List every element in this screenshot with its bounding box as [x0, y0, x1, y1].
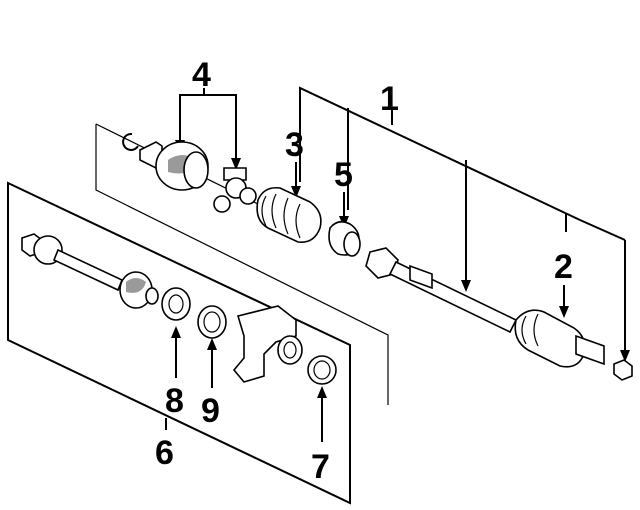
cv-joint-outer-icon [514, 309, 605, 368]
callout-5: 5 [334, 156, 353, 194]
nut-icon [613, 359, 633, 381]
circlip-icon [307, 355, 337, 385]
seal-icon [197, 305, 227, 339]
spring-clip-icon [122, 132, 139, 151]
tripod-joint-icon [213, 167, 257, 213]
callout-9: 9 [201, 392, 220, 430]
callout-7: 7 [311, 448, 330, 486]
callout-2: 2 [554, 248, 573, 286]
callout-8: 8 [165, 382, 184, 420]
bearing-icon [161, 287, 191, 321]
cv-joint-inner-housing-icon [139, 141, 209, 191]
intermediate-shaft-panel-outline [7, 181, 351, 505]
axle-shaft-icon [365, 247, 518, 334]
callout-3: 3 [285, 126, 304, 164]
callout-4: 4 [192, 56, 211, 94]
callout-1-bracket [299, 86, 630, 362]
inner-boot-icon [256, 186, 322, 244]
intermediate-shaft-icon [21, 233, 159, 309]
dynamic-damper-icon [328, 220, 361, 257]
callout-6: 6 [155, 434, 174, 472]
bearing-support-icon [232, 305, 303, 383]
callout-1: 1 [380, 80, 399, 118]
